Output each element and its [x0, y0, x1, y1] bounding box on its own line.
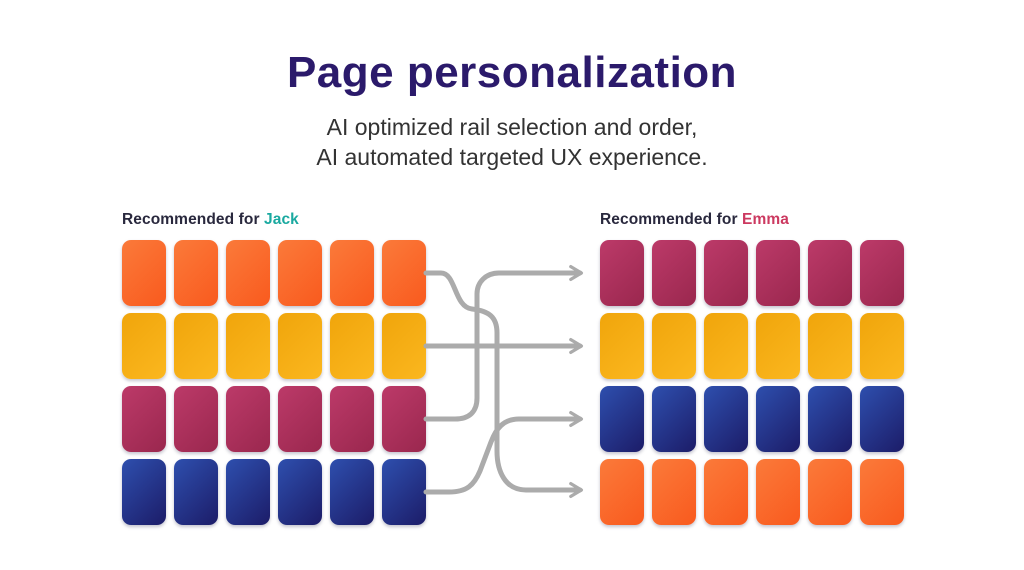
page-title: Page personalization — [286, 48, 738, 97]
jack-rail-1-tile-2 — [174, 240, 218, 306]
emma-rail-1-tile-3 — [704, 240, 748, 306]
right-rail-grid — [600, 240, 904, 525]
right-rail-label-prefix: Recommended for — [600, 211, 742, 228]
jack-rail-2-tile-4 — [278, 313, 322, 379]
emma-rail-1-tile-1 — [600, 240, 644, 306]
arrow-orange-rail1-to-rail4 — [423, 270, 584, 499]
emma-rail-2-tile-3 — [704, 313, 748, 379]
emma-rail-4-tile-5 — [808, 459, 852, 525]
jack-rail-1-tile-5 — [330, 240, 374, 306]
jack-rail-4-tile-4 — [278, 459, 322, 525]
subtitle-line-2: AI automated targeted UX experience. — [316, 144, 708, 170]
jack-rail-4-tile-2 — [174, 459, 218, 525]
jack-rail-4-tile-6 — [382, 459, 426, 525]
emma-rail-2-tile-4 — [756, 313, 800, 379]
emma-rail-4-tile-2 — [652, 459, 696, 525]
emma-rail-4-tile-6 — [860, 459, 904, 525]
emma-rail-3-tile-4 — [756, 386, 800, 452]
jack-rail-1-tile-4 — [278, 240, 322, 306]
jack-rail-3-tile-4 — [278, 386, 322, 452]
jack-rail-3-tile-1 — [122, 386, 166, 452]
jack-rail-3-tile-6 — [382, 386, 426, 452]
jack-rail-3-tile-5 — [330, 386, 374, 452]
jack-rail-4-tile-3 — [226, 459, 270, 525]
emma-rail-1-tile-5 — [808, 240, 852, 306]
jack-rail-2-tile-1 — [122, 313, 166, 379]
right-rail-label: Recommended for Emma — [600, 211, 789, 229]
emma-rail-2-tile-1 — [600, 313, 644, 379]
subtitle-line-1: AI optimized rail selection and order, — [326, 114, 698, 140]
left-rail-grid — [122, 240, 426, 525]
emma-rail-4-tile-3 — [704, 459, 748, 525]
jack-name: Jack — [264, 211, 299, 228]
emma-rail-2-tile-6 — [860, 313, 904, 379]
jack-rail-3-tile-3 — [226, 386, 270, 452]
jack-rail-2-tile-3 — [226, 313, 270, 379]
emma-rail-1-tile-4 — [756, 240, 800, 306]
arrow-navy-rail4-to-rail3 — [423, 410, 584, 495]
emma-rail-4-tile-4 — [756, 459, 800, 525]
emma-rail-3-tile-3 — [704, 386, 748, 452]
emma-rail-1-tile-6 — [860, 240, 904, 306]
jack-rail-2-tile-6 — [382, 313, 426, 379]
jack-rail-4-tile-5 — [330, 459, 374, 525]
jack-rail-2-tile-2 — [174, 313, 218, 379]
emma-rail-3-tile-2 — [652, 386, 696, 452]
emma-rail-2-tile-5 — [808, 313, 852, 379]
jack-rail-3-tile-2 — [174, 386, 218, 452]
emma-rail-3-tile-1 — [600, 386, 644, 452]
jack-rail-1-tile-3 — [226, 240, 270, 306]
jack-rail-1-tile-1 — [122, 240, 166, 306]
left-rail-label-prefix: Recommended for — [122, 211, 264, 228]
emma-rail-3-tile-6 — [860, 386, 904, 452]
emma-rail-1-tile-2 — [652, 240, 696, 306]
jack-rail-4-tile-1 — [122, 459, 166, 525]
left-rail-label: Recommended for Jack — [122, 211, 299, 229]
jack-rail-1-tile-6 — [382, 240, 426, 306]
emma-rail-2-tile-2 — [652, 313, 696, 379]
jack-rail-2-tile-5 — [330, 313, 374, 379]
emma-rail-3-tile-5 — [808, 386, 852, 452]
emma-rail-4-tile-1 — [600, 459, 644, 525]
arrow-crimson-rail3-to-rail1 — [423, 264, 584, 422]
emma-name: Emma — [742, 211, 789, 228]
